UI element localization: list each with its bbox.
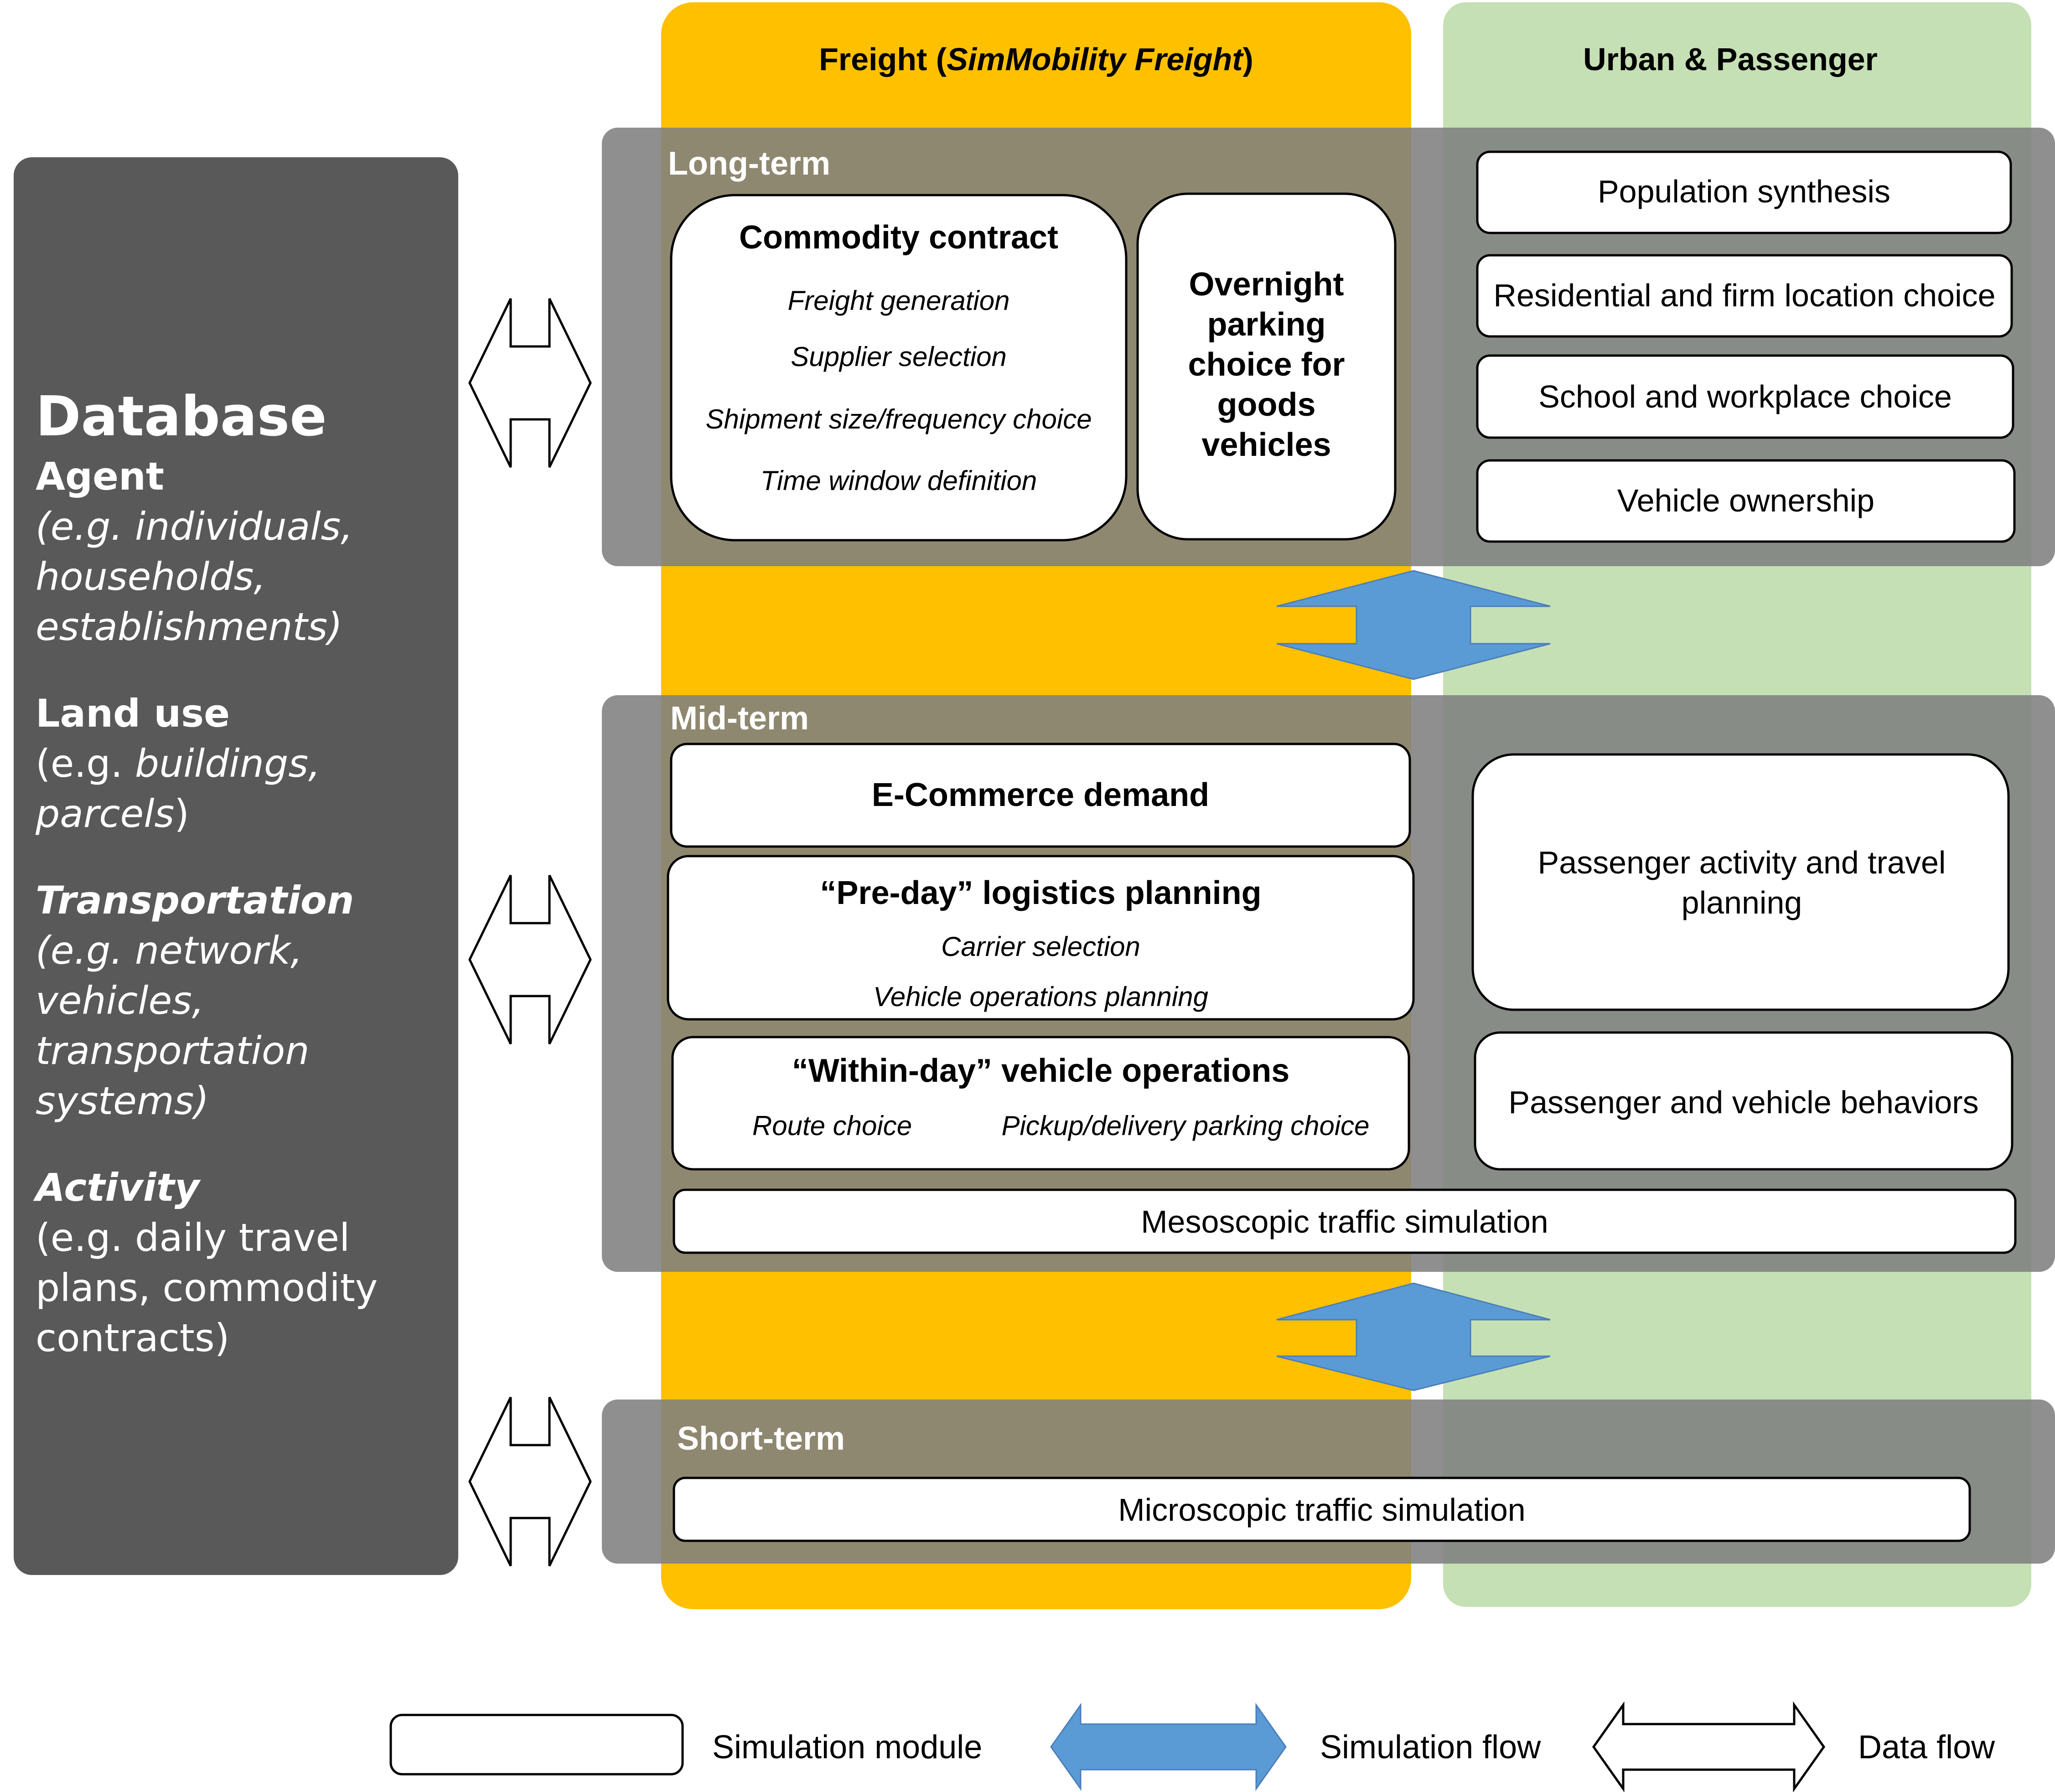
vehicle-ownership-box: [1476, 459, 2016, 543]
workplace-choice-box: [1476, 354, 2014, 439]
meso-simulation-box: [673, 1188, 2017, 1254]
database-landuse-italic: buildings, parcels: [36, 741, 321, 836]
simulation-flow-arrow-1: [1276, 570, 1551, 680]
withinday-item-2: Pickup/delivery parking choice: [1001, 1110, 1370, 1141]
preday-item-1: Carrier selection: [941, 931, 1140, 962]
legend-data-flow-arrow: [1592, 1701, 1826, 1792]
database-title: Database: [36, 385, 327, 449]
location-choice-box: [1476, 254, 2013, 338]
overnight-parking-text: Overnight parking choice for goods vehic…: [1188, 266, 1345, 463]
ecommerce-box: [670, 743, 1411, 848]
micro-simulation-text: Microscopic traffic simulation: [1118, 1492, 1526, 1528]
long-term-label: Long-term: [668, 145, 830, 182]
passenger-activity-box: [1471, 753, 2010, 1011]
meso-simulation-text: Mesoscopic traffic simulation: [1141, 1204, 1548, 1239]
population-synthesis-box: [1476, 150, 2012, 234]
simulation-flow-arrow-2: [1276, 1282, 1551, 1391]
passenger-behaviors-text: Passenger and vehicle behaviors: [1508, 1084, 1979, 1120]
database-agent: Agent (e.g. individuals, households, est…: [36, 451, 446, 652]
database-panel: [14, 157, 458, 1575]
database-activity-detail: (e.g. daily travel plans, commodity cont…: [36, 1215, 378, 1360]
database-transport-detail: (e.g. network, vehicles, transportation …: [36, 928, 310, 1123]
population-synthesis-text: Population synthesis: [1597, 174, 1891, 209]
database-landuse-label: Land use: [36, 691, 230, 736]
commodity-item-3: Shipment size/frequency choice: [705, 404, 1092, 434]
passenger-behaviors-box: [1474, 1031, 2014, 1171]
commodity-item-2: Supplier selection: [791, 341, 1007, 372]
withinday-item-1: Route choice: [752, 1110, 912, 1141]
ecommerce-text: E-Commerce demand: [871, 777, 1210, 813]
database-activity-label: Activity: [36, 1165, 200, 1210]
legend-simulation-flow-label: Simulation flow: [1320, 1729, 1541, 1766]
database-landuse-prefix: (e.g.: [36, 741, 135, 786]
preday-item-2: Vehicle operations planning: [873, 981, 1208, 1012]
database-agent-detail: (e.g. individuals, households, establish…: [36, 504, 353, 649]
freight-header: Freight (SimMobility Freight): [661, 41, 1411, 77]
withinday-box: [671, 1036, 1410, 1171]
withinday-title: “Within-day” vehicle operations: [792, 1053, 1290, 1089]
location-choice-text: Residential and firm location choice: [1493, 278, 1996, 313]
freight-header-suffix: ): [1242, 41, 1253, 77]
freight-header-prefix: Freight (: [819, 41, 947, 77]
preday-title: “Pre-day” logistics planning: [820, 875, 1262, 911]
legend-module-label: Simulation module: [712, 1729, 983, 1766]
mid-term-label: Mid-term: [670, 700, 809, 737]
legend-simulation-flow-arrow: [1050, 1703, 1287, 1791]
commodity-item-4: Time window definition: [760, 465, 1037, 496]
data-flow-arrow-long: [468, 298, 592, 468]
legend-module-swatch: [389, 1714, 684, 1776]
short-term-label: Short-term: [677, 1420, 845, 1457]
commodity-contract-title: Commodity contract: [739, 219, 1059, 256]
data-flow-arrow-short: [468, 1396, 592, 1567]
database-transportation: Transportation (e.g. network, vehicles, …: [36, 875, 446, 1126]
overnight-parking-box: [1136, 192, 1397, 541]
passenger-activity-text: Passenger activity and travel planning: [1537, 845, 1946, 920]
database-activity: Activity (e.g. daily travel plans, commo…: [36, 1162, 446, 1363]
database-text: Database Agent (e.g. individuals, househ…: [36, 383, 446, 1363]
database-landuse: Land use (e.g. buildings, parcels): [36, 688, 446, 839]
vehicle-ownership-text: Vehicle ownership: [1617, 483, 1875, 518]
commodity-contract-box: [670, 194, 1128, 542]
micro-simulation-box: [673, 1477, 1971, 1542]
workplace-choice-text: School and workplace choice: [1538, 379, 1952, 414]
database-transport-label: Transportation: [36, 878, 354, 923]
preday-box: [667, 855, 1415, 1021]
commodity-item-1: Freight generation: [787, 285, 1010, 316]
legend-data-flow-label: Data flow: [1858, 1729, 1995, 1766]
database-agent-label: Agent: [36, 454, 165, 499]
freight-header-italic: SimMobility Freight: [947, 41, 1243, 77]
data-flow-arrow-mid: [468, 874, 592, 1045]
urban-header: Urban & Passenger: [1583, 41, 1878, 77]
database-landuse-suffix: ): [174, 791, 190, 836]
